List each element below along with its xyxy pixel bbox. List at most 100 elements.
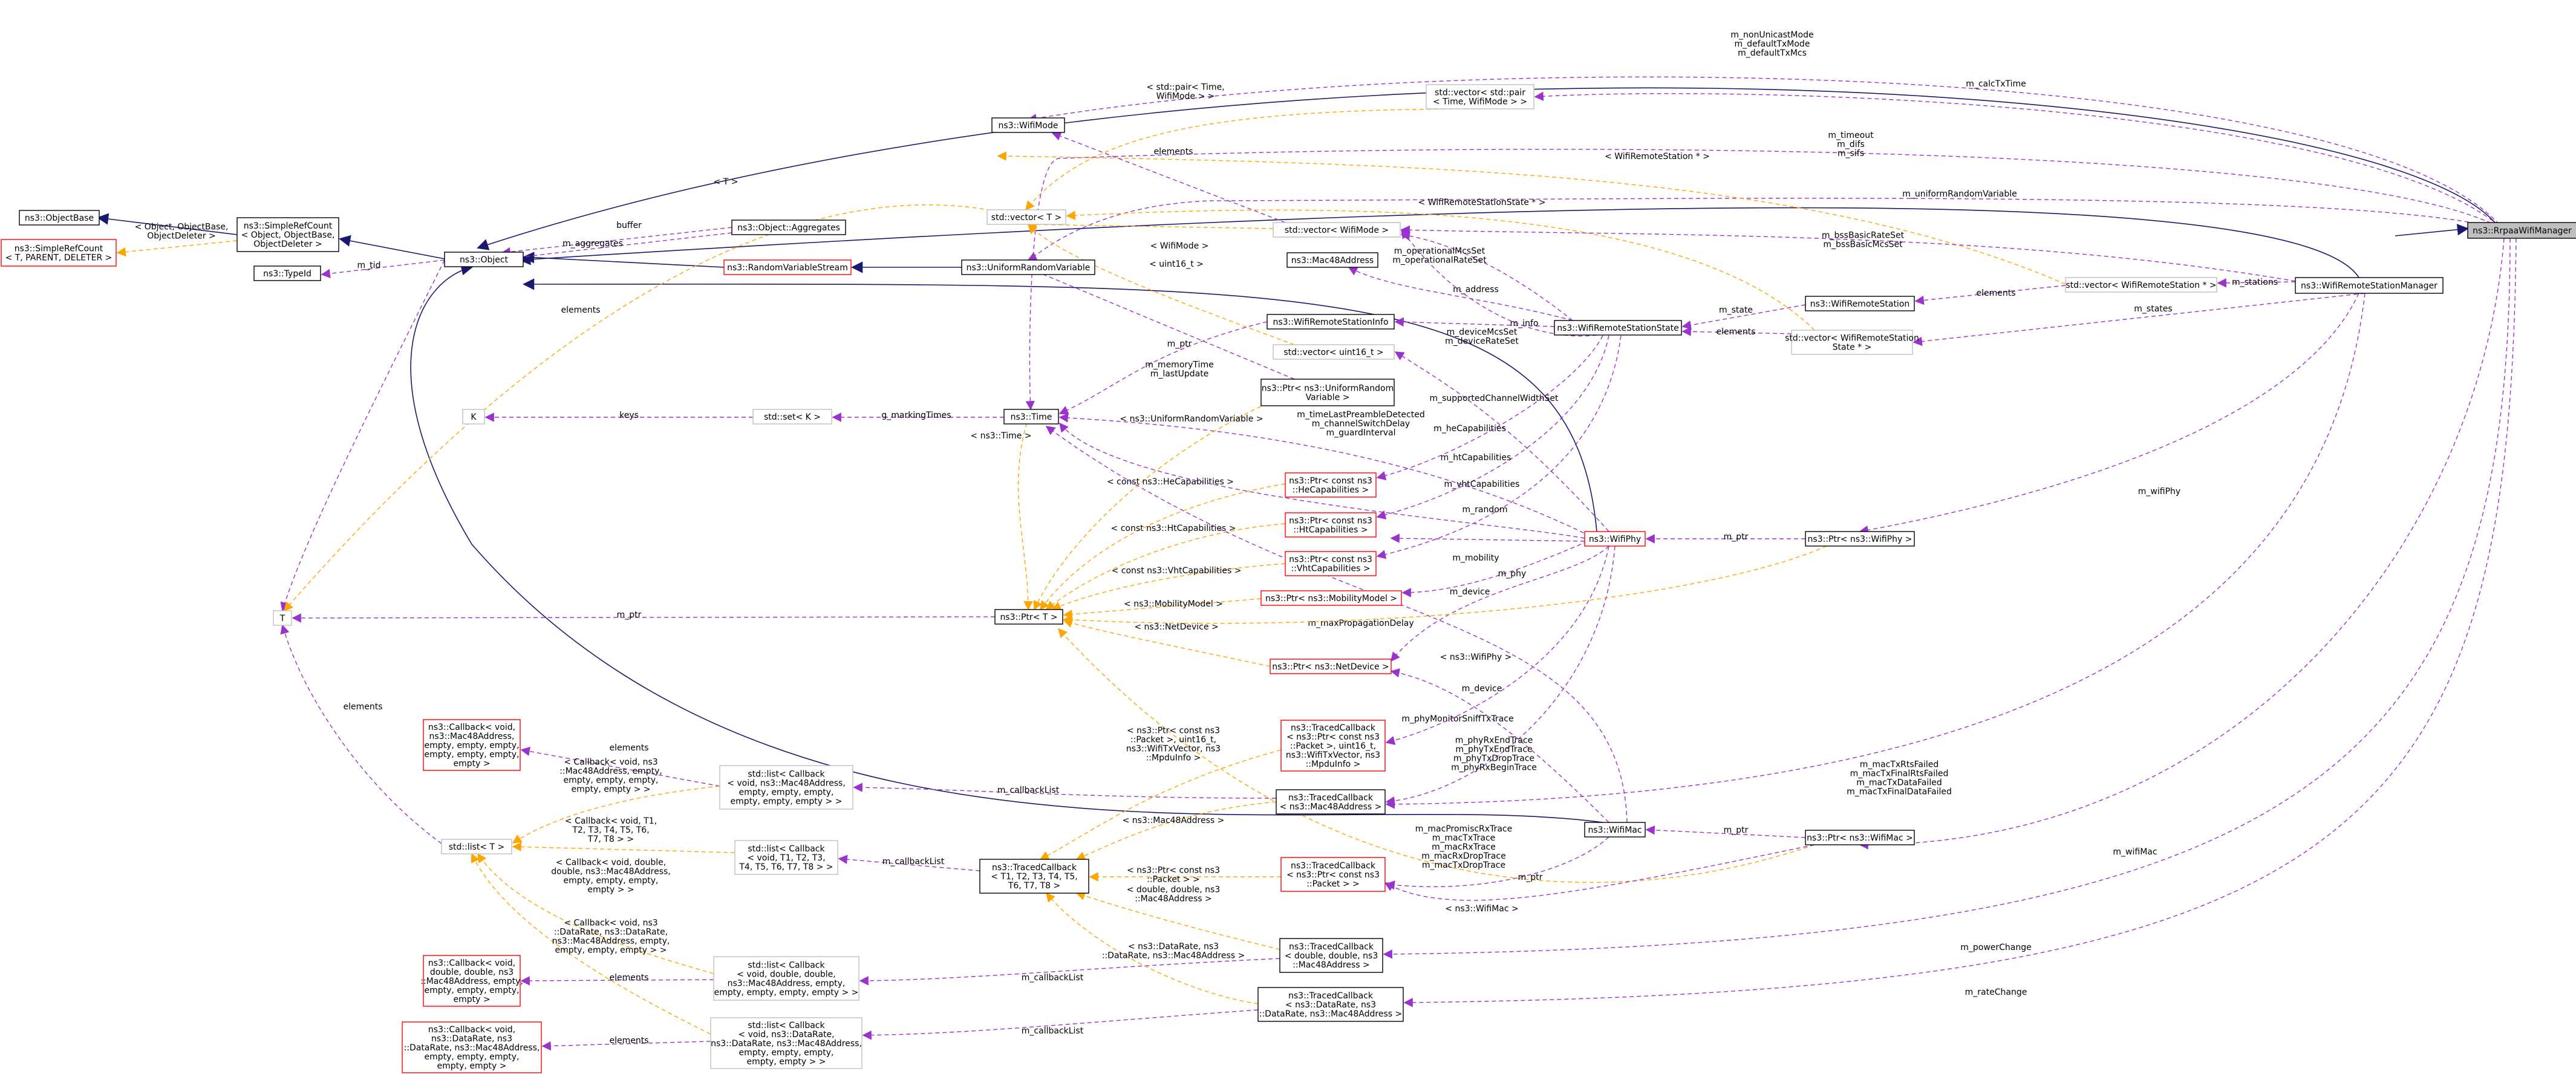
class-node-listcbdbl[interactable]: std::list< Callback< void, double, doubl… — [713, 956, 859, 1001]
node-box — [1273, 222, 1401, 238]
class-node-wrss[interactable]: ns3::WifiRemoteStationState — [1554, 320, 1682, 336]
node-label: K — [471, 412, 477, 422]
node-label: ns3::Ptr< const ns3::VhtCapabilities > — [1289, 555, 1372, 574]
edge-line — [116, 240, 238, 257]
node-label: std::vector< std::pair< Time, WifiMode >… — [1433, 88, 1527, 107]
edge-label: m_address — [1453, 285, 1499, 294]
class-node-rraa[interactable]: ns3::RrpaaWifiManager — [2467, 222, 2576, 239]
class-node-objbase[interactable]: ns3::ObjectBase — [19, 210, 100, 226]
edge-label: elements — [1716, 327, 1755, 337]
class-node-ptrT[interactable]: ns3::Ptr< T > — [994, 609, 1063, 625]
edge-label: m_callbackList — [882, 857, 945, 867]
node-box — [1279, 938, 1383, 973]
class-node-wifiphy[interactable]: ns3::WifiPhy — [1584, 531, 1646, 547]
class-node-wrsinfo[interactable]: ns3::WifiRemoteStationInfo — [1267, 314, 1395, 330]
class-node-tcbdbl[interactable]: ns3::TracedCallback< double, double, ns3… — [1279, 938, 1383, 973]
node-box — [1805, 531, 1915, 547]
class-node-listcbmac[interactable]: std::list< Callback< void, ns3::Mac48Add… — [719, 765, 853, 810]
class-node-vecwm[interactable]: std::vector< WifiMode > — [1273, 222, 1401, 238]
class-node-vecpair[interactable]: std::vector< std::pair< Time, WifiMode >… — [1426, 84, 1534, 109]
usage-edge: m_wifiPhy — [1859, 293, 2359, 535]
template-edge: < WifiRemoteStation * > — [997, 151, 2066, 285]
edge-line — [1063, 619, 1271, 667]
class-node-obj[interactable]: ns3::Object — [444, 252, 524, 267]
edge-label: < std::pair< Time,WifiMode > > — [1146, 83, 1224, 102]
class-node-time[interactable]: ns3::Time — [1003, 409, 1059, 425]
usage-edge: m_wifiMac — [1859, 238, 2505, 857]
class-node-ptrht[interactable]: ns3::Ptr< const ns3::HtCapabilities > — [1285, 512, 1377, 538]
edge-line — [1058, 413, 1597, 540]
edge-line — [1045, 426, 1628, 823]
edge-label: elements — [609, 743, 648, 753]
class-node-tcbmac48[interactable]: ns3::TracedCallback< ns3::Mac48Address > — [1276, 789, 1386, 815]
class-node-listT[interactable]: std::list< T > — [441, 839, 512, 854]
class-node-tcbdr[interactable]: ns3::TracedCallback< ns3::DataRate, ns3:… — [1257, 987, 1404, 1022]
node-box — [979, 859, 1089, 894]
node-label: ns3::Ptr< ns3::MobilityModel > — [1265, 594, 1397, 604]
node-label: std::list< Callback< void, ns3::DataRate… — [711, 1021, 862, 1067]
edge-line — [1058, 321, 1268, 415]
usage-edge: m_ptr — [1022, 265, 1295, 380]
class-node-vecu16[interactable]: std::vector< uint16_t > — [1273, 344, 1395, 360]
class-node-mac48[interactable]: ns3::Mac48Address — [1286, 252, 1378, 268]
class-node-wrsm[interactable]: ns3::WifiRemoteStationManager — [2295, 277, 2444, 294]
class-node-typeid[interactable]: ns3::TypeId — [253, 265, 321, 281]
class-node-vecT[interactable]: std::vector< T > — [986, 209, 1066, 225]
usage-edge: m_states — [1912, 293, 2366, 347]
usage-edge: elements — [520, 743, 720, 787]
class-node-ptrnd[interactable]: ns3::Ptr< ns3::NetDevice > — [1270, 659, 1392, 674]
edge-line — [1390, 533, 1585, 543]
class-node-tcbT[interactable]: ns3::TracedCallback< T1, T2, T3, T4, T5,… — [979, 859, 1089, 894]
class-node-listcbT[interactable]: std::list< Callback< void, T1, T2, T3,T4… — [734, 840, 838, 875]
edge-line — [862, 1009, 1259, 1040]
class-node-cbdbl[interactable]: ns3::Callback< void,double, double, ns3:… — [420, 955, 523, 1007]
edge-line — [520, 746, 720, 787]
edge-line — [1400, 225, 2296, 282]
edge-label: m_heCapabilities — [1433, 424, 1506, 434]
edge-label: < const ns3::HeCapabilities > — [1107, 477, 1234, 487]
edge-line — [292, 613, 996, 623]
class-node-listcbdr[interactable]: std::list< Callback< void, ns3::DataRate… — [710, 1017, 862, 1069]
class-node-urv[interactable]: ns3::UniformRandomVariable — [961, 259, 1095, 275]
class-node-setK[interactable]: std::set< K > — [752, 409, 832, 425]
edge-label: < uint16_t > — [1149, 259, 1204, 269]
edge-label: elements — [343, 702, 382, 712]
class-node-vecwrsp[interactable]: std::vector< WifiRemoteStation * > — [2065, 277, 2217, 293]
class-node-rvs[interactable]: ns3::RandomVariableStream — [723, 259, 852, 275]
edge-line — [520, 976, 714, 986]
edge-label: m_device — [1450, 587, 1490, 597]
edge-label: g_markingTimes — [881, 411, 951, 420]
node-box — [2295, 277, 2444, 294]
class-node-T[interactable]: T — [273, 610, 292, 626]
class-node-ptrphy[interactable]: ns3::Ptr< ns3::WifiPhy > — [1805, 531, 1915, 547]
class-node-tcbpkt[interactable]: ns3::TracedCallback< ns3::Ptr< const ns3… — [1280, 857, 1386, 892]
class-node-src[interactable]: ns3::SimpleRefCount< Object, ObjectBase,… — [236, 217, 339, 252]
node-box — [1805, 830, 1915, 845]
class-node-wrs[interactable]: ns3::WifiRemoteStation — [1805, 296, 1915, 311]
class-node-ptrmob[interactable]: ns3::Ptr< ns3::MobilityModel > — [1260, 590, 1402, 606]
edge-label: m_phyMonitorSniffTxTrace — [1401, 714, 1513, 724]
class-node-K[interactable]: K — [462, 409, 485, 425]
class-node-cbmac[interactable]: ns3::Callback< void,ns3::Mac48Address,em… — [423, 719, 521, 771]
node-box — [462, 409, 485, 425]
edge-line — [1051, 563, 1286, 611]
class-node-srct[interactable]: ns3::SimpleRefCount< T, PARENT, DELETER … — [1, 239, 117, 267]
class-node-wifimac[interactable]: ns3::WifiMac — [1584, 822, 1646, 838]
class-node-ptrhe[interactable]: ns3::Ptr< const ns3::HeCapabilities > — [1285, 472, 1377, 498]
class-node-cbdr[interactable]: ns3::Callback< void,ns3::DataRate, ns3::… — [402, 1021, 542, 1073]
inheritance-edge — [2395, 224, 2469, 236]
class-node-ptrmac[interactable]: ns3::Ptr< ns3::WifiMac > — [1805, 830, 1915, 845]
node-box — [1285, 551, 1377, 576]
class-node-aggr[interactable]: ns3::Object::Aggregates — [731, 220, 846, 235]
class-node-tcbmpdu[interactable]: ns3::TracedCallback< ns3::Ptr< const ns3… — [1280, 720, 1386, 772]
class-node-ptrvht[interactable]: ns3::Ptr< const ns3::VhtCapabilities > — [1285, 551, 1377, 576]
edge-line — [1401, 541, 1588, 597]
class-node-wifimode[interactable]: ns3::WifiMode — [991, 117, 1065, 133]
edge-line — [1394, 317, 1555, 327]
